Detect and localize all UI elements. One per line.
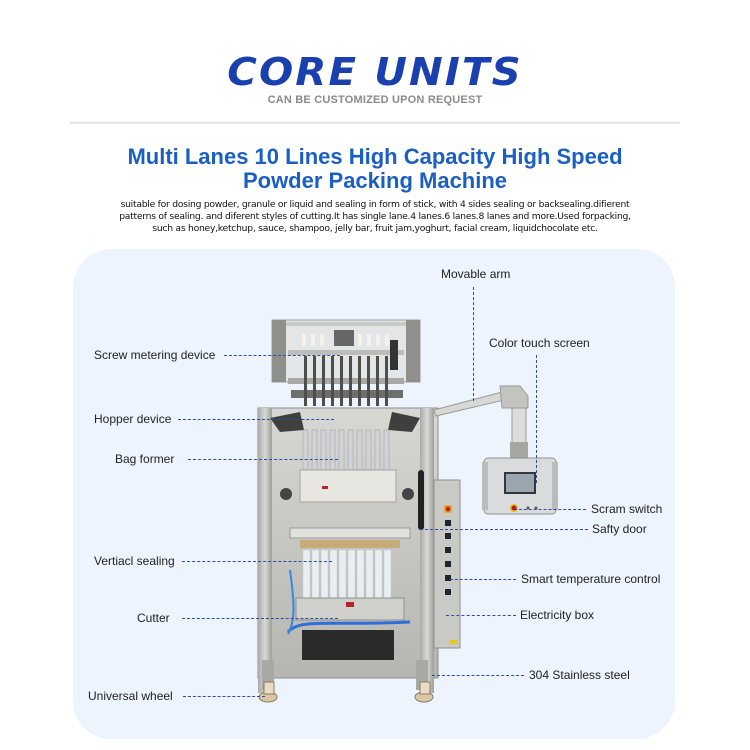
label-cutter: Cutter bbox=[137, 611, 170, 625]
label-scram-switch: Scram switch bbox=[591, 502, 663, 516]
description-line-3: such as honey,ketchup, sauce, shampoo, j… bbox=[152, 223, 598, 234]
description-line-2: patterns of sealing. and diferent styles… bbox=[119, 211, 631, 222]
control-panel bbox=[482, 457, 558, 515]
label-electricity-box: Electricity box bbox=[520, 608, 595, 622]
leader-screw-metering bbox=[224, 355, 340, 356]
leader-touch-screen bbox=[536, 355, 537, 483]
leader-safety-door bbox=[420, 529, 588, 530]
leader-stainless-steel bbox=[432, 675, 524, 676]
label-movable-arm: Movable arm bbox=[441, 267, 511, 281]
leader-electricity-box bbox=[446, 615, 516, 616]
leader-movable-arm bbox=[473, 287, 474, 401]
product-title-line-1: Multi Lanes 10 Lines High Capacity High … bbox=[127, 144, 623, 169]
label-color-touch-screen: Color touch screen bbox=[489, 336, 590, 350]
leader-cutter bbox=[182, 618, 338, 619]
leader-scram-switch bbox=[514, 509, 586, 510]
section-divider bbox=[70, 121, 680, 124]
label-smart-temperature-control: Smart temperature control bbox=[521, 572, 661, 586]
label-vertical-sealing: Vertiacl sealing bbox=[94, 554, 175, 568]
screw-metering-frame bbox=[271, 319, 421, 406]
label-universal-wheel: Universal wheel bbox=[88, 689, 173, 703]
label-safety-door: Safty door bbox=[592, 522, 647, 536]
label-304-stainless-steel: 304 Stainless steel bbox=[529, 668, 630, 682]
label-screw-metering-device: Screw metering device bbox=[94, 348, 216, 362]
leader-temperature-control bbox=[450, 579, 516, 580]
leader-hopper bbox=[178, 419, 334, 420]
label-hopper-device: Hopper device bbox=[94, 412, 172, 426]
product-description: suitable for dosing powder, granule or l… bbox=[85, 199, 665, 235]
product-title: Multi Lanes 10 Lines High Capacity High … bbox=[0, 145, 750, 193]
product-title-line-2: Powder Packing Machine bbox=[242, 168, 508, 193]
customization-subtitle: CAN BE CUSTOMIZED UPON REQUEST bbox=[267, 94, 483, 106]
core-units-title: CORE UNITS bbox=[227, 50, 523, 94]
description-line-1: suitable for dosing powder, granule or l… bbox=[120, 199, 630, 210]
leader-bag-former bbox=[188, 459, 338, 460]
electric-box bbox=[433, 479, 461, 649]
machine-body bbox=[257, 407, 439, 703]
label-bag-former: Bag former bbox=[115, 452, 175, 466]
movable-arm bbox=[433, 385, 529, 458]
leader-universal-wheel bbox=[183, 696, 265, 697]
leader-vertical-sealing bbox=[182, 561, 332, 562]
